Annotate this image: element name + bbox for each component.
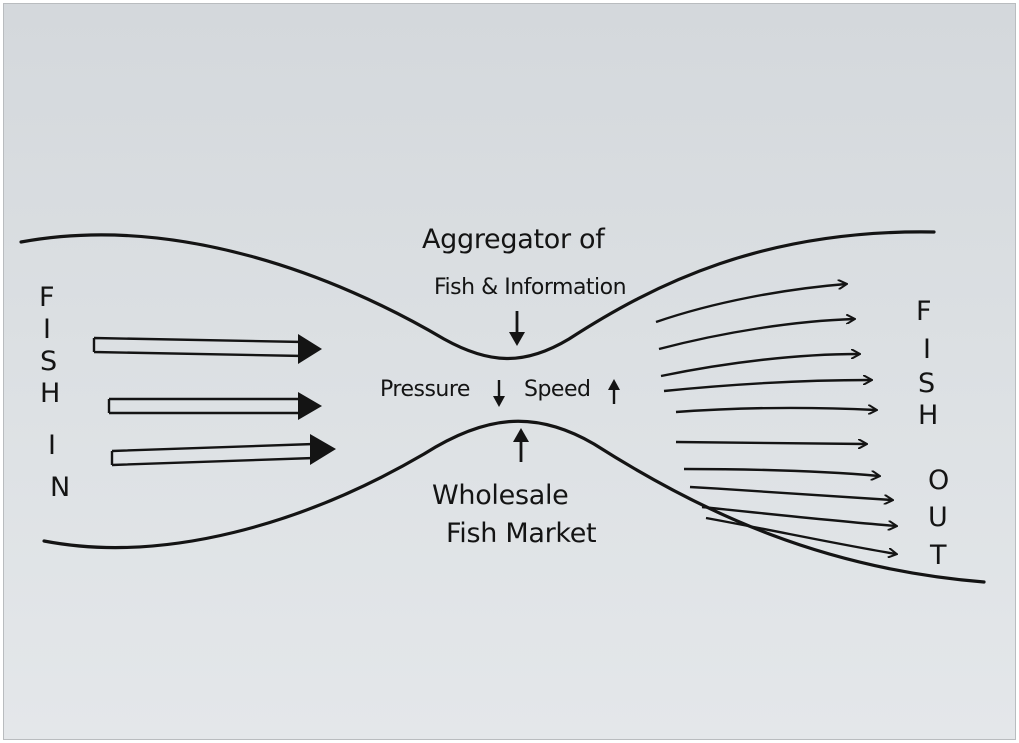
wholesale-label-line: Fish Market	[446, 518, 596, 549]
right-label-letter: T	[929, 540, 947, 571]
inflow-arrow	[110, 434, 336, 467]
outflow-arrow	[705, 516, 896, 554]
down-arrow-icon	[509, 311, 525, 346]
speed-text: Speed	[524, 377, 590, 402]
outflow-arrow	[675, 442, 866, 444]
left-label-letter: S	[40, 346, 57, 377]
aggregator-label-line: Fish & Information	[434, 275, 626, 300]
channel-top-wall	[19, 230, 936, 361]
wholesale-market-label: Wholesale Fish Market	[432, 480, 597, 549]
pressure-speed-label: Pressure Speed	[380, 377, 620, 407]
aggregator-label-line: Aggregator of	[422, 224, 606, 255]
left-label-letter: H	[40, 378, 60, 409]
pressure-text: Pressure	[380, 377, 470, 402]
up-arrow-icon	[513, 428, 529, 462]
outflow-arrow	[655, 284, 846, 324]
channel-bottom-wall	[42, 419, 986, 584]
inflow-arrow	[107, 392, 322, 420]
left-label-fish-in: F I S H I N	[39, 282, 70, 503]
outflow-arrow	[683, 467, 879, 476]
wholesale-label-line: Wholesale	[432, 480, 568, 511]
right-label-letter: F	[916, 296, 932, 327]
inflow-arrow	[92, 334, 322, 364]
right-label-letter: S	[918, 368, 935, 399]
venturi-diagram: F I S H I N F I S H O U T Aggregator of …	[19, 224, 986, 584]
outflow-arrow	[660, 354, 859, 378]
right-label-letter: H	[918, 400, 938, 431]
outflow-arrow	[675, 408, 876, 412]
sketch-frame: F I S H I N F I S H O U T Aggregator of …	[3, 3, 1016, 740]
left-label-letter: I	[43, 314, 51, 345]
left-label-letter: F	[39, 282, 55, 313]
right-label-letter: I	[923, 334, 931, 365]
outflow-arrow	[701, 505, 896, 526]
outflow-arrow	[689, 485, 892, 500]
left-label-letter: I	[48, 430, 56, 461]
outflow-arrow	[658, 319, 854, 351]
arrow-down-icon	[493, 380, 505, 407]
right-label-fish-out: F I S H O U T	[916, 296, 949, 571]
right-label-letter: U	[928, 502, 948, 533]
left-label-letter: N	[50, 472, 70, 503]
right-label-letter: O	[928, 465, 949, 496]
arrow-up-icon	[608, 379, 620, 404]
aggregator-label: Aggregator of Fish & Information	[422, 224, 627, 300]
outflow-arrow	[663, 380, 871, 393]
